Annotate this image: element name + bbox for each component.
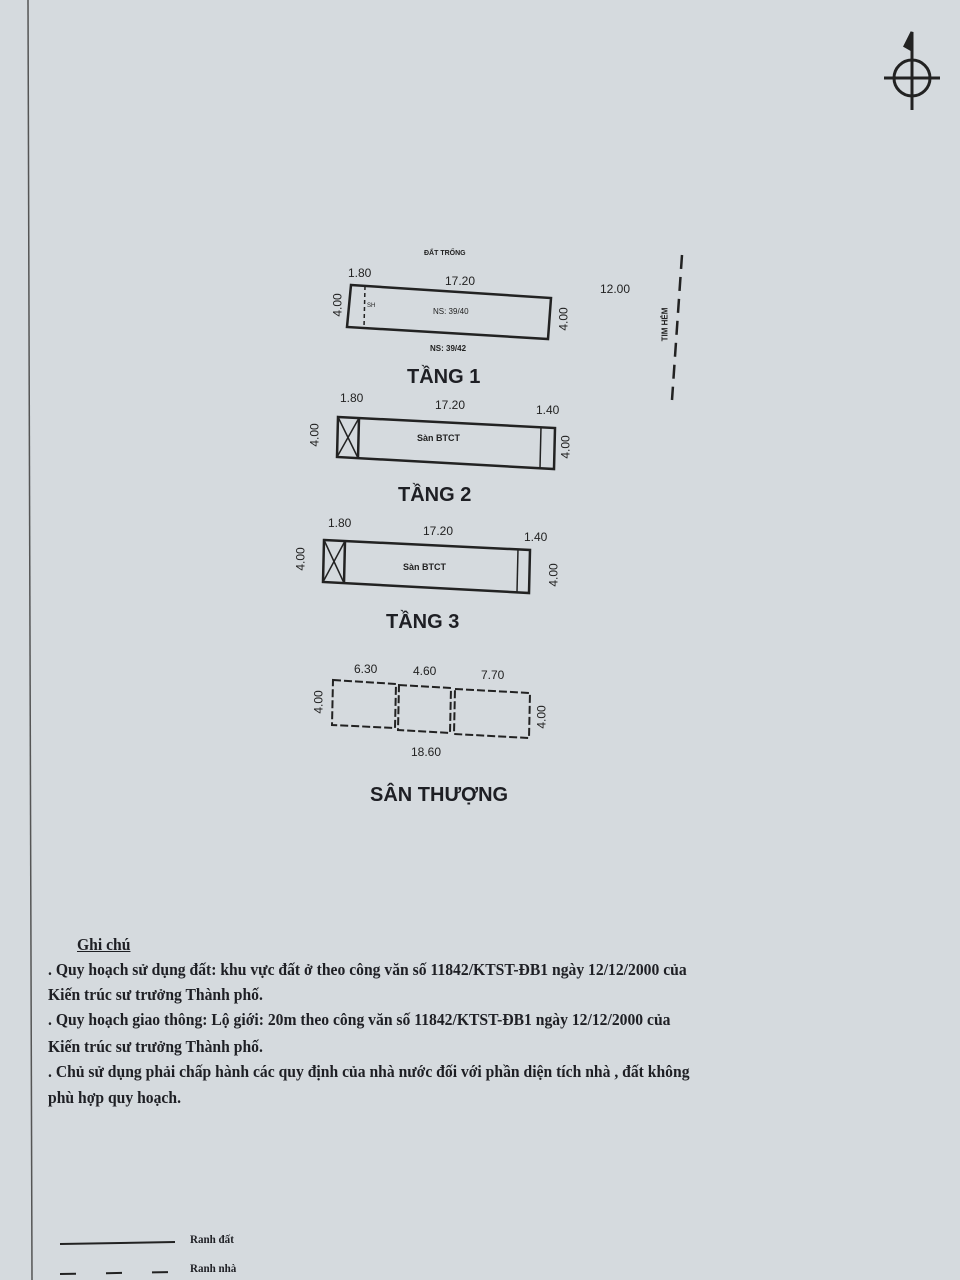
floor3-height-left: 4.00 [293,547,308,571]
terrace-height-left: 4.00 [311,690,326,714]
floor3-left-width: 1.80 [328,516,352,530]
street-centerline [670,254,684,401]
floor1-top-label: ĐẤT TRỐNG [424,250,466,257]
floor3-length: 17.20 [423,524,454,538]
floor2-title: TẦNG 2 [398,484,472,506]
terrace-seg3: 7.70 [481,668,505,682]
floor1-small-label: SH [367,303,376,309]
note-line: Kiến trúc sư trưởng Thành phố. [48,1037,263,1056]
floor2-right-width: 1.40 [536,403,560,417]
street-label: TIM HẺM [660,307,670,342]
terrace-total: 18.60 [411,745,442,759]
floor1-height-right: 4.00 [556,307,571,331]
floor2-height-right: 4.00 [558,435,573,459]
floor2-height-left: 4.00 [307,423,322,447]
note-line: . Chủ sử dụng phải chấp hành các quy địn… [48,1062,690,1081]
note-line: . Quy hoạch giao thông: Lộ giới: 20m the… [48,1010,671,1029]
terrace-height-right: 4.00 [534,705,549,729]
floor1-ns-inner: NS: 39/40 [433,307,469,316]
floor3-height-right: 4.00 [546,563,561,587]
floor3-right-width: 1.40 [524,530,548,544]
note-line: . Quy hoạch sử dụng đất: khu vực đất ở t… [48,960,687,979]
floor3-plan [321,538,532,595]
legend-land-boundary: Ranh đất [190,1232,234,1246]
floor2-slab-label: Sàn BTCT [417,433,461,443]
floor1-plan [345,283,553,341]
floor2-length: 17.20 [435,398,466,412]
floor1-title: TẦNG 1 [407,366,481,388]
floor2-plan [335,415,557,471]
note-line: Kiến trúc sư trưởng Thành phố. [48,985,263,1004]
floor1-left-width: 1.80 [348,266,372,280]
page-border [27,0,33,1280]
terrace-plan [330,678,532,740]
north-arrow-icon [884,31,940,110]
floor2-left-width: 1.80 [340,391,364,405]
terrace-seg2: 4.60 [413,664,437,678]
legend-lines [59,1241,176,1275]
terrace-seg1: 6.30 [354,662,378,676]
legend-house-boundary: Ranh nhà [190,1261,237,1275]
floor3-slab-label: Sàn BTCT [403,562,447,572]
notes-heading: Ghi chú [77,935,131,954]
street-width: 12.00 [600,282,631,296]
floor1-height-left: 4.00 [330,293,345,317]
floor1-length: 17.20 [445,274,476,288]
terrace-title: SÂN THƯỢNG [370,784,509,806]
note-line: phù hợp quy hoạch. [48,1088,181,1107]
floor3-title: TẦNG 3 [386,611,460,633]
floor1-ns-outer: NS: 39/42 [430,344,467,353]
